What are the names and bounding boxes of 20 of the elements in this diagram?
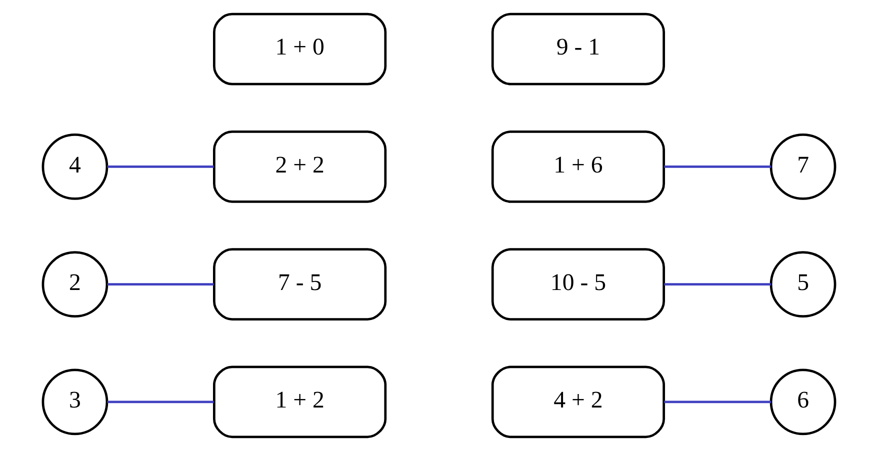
node-circle: 5 [770,251,836,318]
node-box: 9 - 1 [491,12,666,86]
node-box: 1 + 6 [491,130,666,203]
connector [107,283,214,286]
node-circle: 6 [770,368,836,436]
node-box: 1 + 0 [213,12,387,86]
node-box: 7 - 5 [213,248,387,320]
connector [664,166,771,168]
connector [107,166,214,168]
connector [664,400,771,404]
connector [664,283,771,286]
node-circle: 4 [42,134,108,200]
node-box: 1 + 2 [213,366,387,438]
node-box: 10 - 5 [491,248,666,320]
node-circle: 7 [770,134,836,200]
node-circle: 2 [42,251,108,318]
node-circle: 3 [42,368,108,436]
node-box: 2 + 2 [213,130,387,203]
node-box: 4 + 2 [491,366,666,438]
connector [107,400,214,404]
